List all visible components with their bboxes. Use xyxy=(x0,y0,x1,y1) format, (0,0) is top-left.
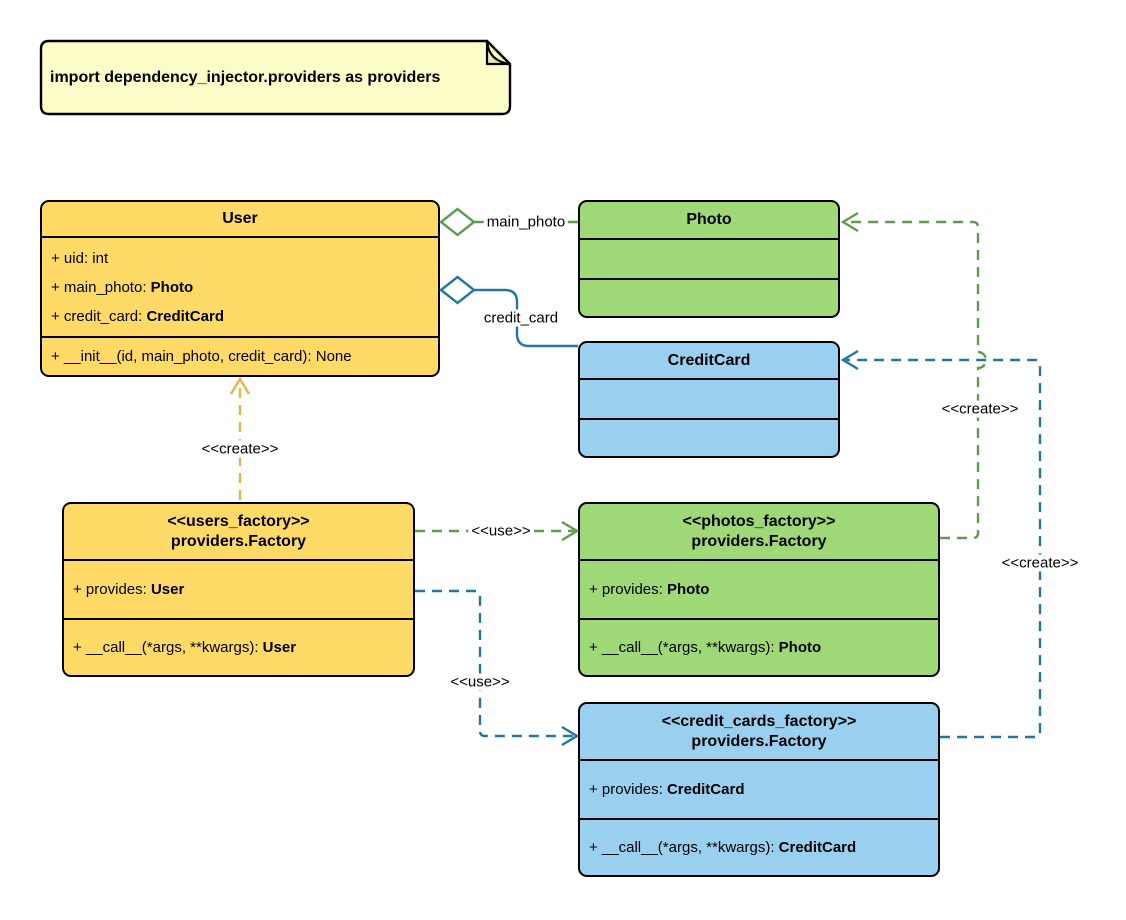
note-label: import dependency_injector.providers as … xyxy=(50,68,441,86)
attribute-row: + provides: CreditCard xyxy=(589,775,938,804)
method-row: + __init__(id, main_photo, credit_card):… xyxy=(51,342,438,371)
method-text: + __call__(*args, **kwargs): xyxy=(589,639,779,656)
method-text: + __call__(*args, **kwargs): xyxy=(589,839,779,856)
class-credit-cards-factory-attributes: + provides: CreditCard xyxy=(580,759,938,818)
class-users-factory-methods: + __call__(*args, **kwargs): User xyxy=(64,618,413,675)
create-arrowhead-credit-card xyxy=(840,349,859,371)
edge-label-use-credit-cards-factory: <<use>> xyxy=(447,673,513,691)
stereotype-label: <<users_factory>> xyxy=(167,512,310,530)
edge-label-create-photo: <<create>> xyxy=(938,400,1022,418)
attribute-text: + uid: int xyxy=(51,249,109,267)
class-name-label: providers.Factory xyxy=(691,732,827,750)
use-arrowhead-photos-factory xyxy=(561,520,580,542)
attribute-type: CreditCard xyxy=(146,307,224,325)
aggregation-diamond-main-photo-icon xyxy=(439,207,476,237)
note-fold-icon xyxy=(485,39,512,66)
method-type: CreditCard xyxy=(778,839,857,856)
class-photo-methods xyxy=(580,278,838,316)
attribute-type: User xyxy=(150,581,185,598)
note: import dependency_injector.providers as … xyxy=(50,40,490,115)
attribute-row: + main_photo: Photo xyxy=(51,273,438,302)
create-arrowhead-photo xyxy=(840,211,859,233)
class-users-factory-title: <<users_factory>> providers.Factory xyxy=(64,504,413,559)
attribute-type: Photo xyxy=(150,278,194,296)
create-arrow-photo xyxy=(846,220,988,540)
stereotype-label: <<credit_cards_factory>> xyxy=(661,712,857,730)
method-row: + __call__(*args, **kwargs): User xyxy=(73,633,413,662)
method-text: + __call__(*args, **kwargs): xyxy=(73,639,263,656)
class-photos-factory-title: <<photos_factory>> providers.Factory xyxy=(580,504,938,559)
method-type: Photo xyxy=(778,639,822,656)
class-photos-factory: <<photos_factory>> providers.Factory + p… xyxy=(578,502,940,677)
class-photo: Photo xyxy=(578,200,840,318)
attribute-text: + credit_card: xyxy=(51,307,147,325)
edge-label-use-photos-factory: <<use>> xyxy=(468,522,534,540)
attribute-type: Photo xyxy=(666,581,710,598)
class-credit-cards-factory: <<credit_cards_factory>> providers.Facto… xyxy=(578,702,940,877)
class-credit-cards-factory-methods: + __call__(*args, **kwargs): CreditCard xyxy=(580,818,938,875)
edge-label-create-user: <<create>> xyxy=(198,440,282,458)
edge-label-credit-card: credit_card xyxy=(480,309,562,327)
use-arrowhead-credit-cards-factory xyxy=(561,725,580,747)
attribute-row: + credit_card: CreditCard xyxy=(51,302,438,331)
class-photo-title: Photo xyxy=(686,211,732,228)
attribute-row: + provides: User xyxy=(73,575,413,604)
use-arrow-credit-cards-factory xyxy=(415,589,574,738)
class-credit-card-attributes xyxy=(580,378,838,418)
attribute-text: + provides: xyxy=(589,781,667,798)
attribute-type: CreditCard xyxy=(666,781,745,798)
attribute-row: + provides: Photo xyxy=(589,575,938,604)
class-credit-card-title: CreditCard xyxy=(667,351,751,369)
class-photos-factory-attributes: + provides: Photo xyxy=(580,559,938,618)
edge-label-main-photo: main_photo xyxy=(483,213,569,231)
class-user: User + uid: int + main_photo: Photo + cr… xyxy=(40,200,440,377)
class-credit-cards-factory-title: <<credit_cards_factory>> providers.Facto… xyxy=(580,704,938,759)
class-user-title: User xyxy=(222,210,258,227)
class-user-methods: + __init__(id, main_photo, credit_card):… xyxy=(42,336,438,375)
attribute-text: + provides: xyxy=(73,581,151,598)
class-credit-card: CreditCard xyxy=(578,341,840,458)
class-photos-factory-methods: + __call__(*args, **kwargs): Photo xyxy=(580,618,938,675)
method-row: + __call__(*args, **kwargs): CreditCard xyxy=(589,833,938,862)
class-name-label: providers.Factory xyxy=(691,532,827,550)
stereotype-label: <<photos_factory>> xyxy=(682,512,836,530)
class-users-factory-attributes: + provides: User xyxy=(64,559,413,618)
method-type: User xyxy=(262,639,297,656)
attribute-text: + provides: xyxy=(589,581,667,598)
attribute-row: + uid: int xyxy=(51,244,438,273)
class-credit-card-methods xyxy=(580,418,838,456)
method-text: + __init__(id, main_photo, credit_card):… xyxy=(51,348,352,365)
class-user-attributes: + uid: int + main_photo: Photo + credit_… xyxy=(42,236,438,336)
class-name-label: providers.Factory xyxy=(170,532,307,550)
class-photo-attributes xyxy=(580,238,838,278)
method-row: + __call__(*args, **kwargs): Photo xyxy=(589,633,938,662)
edge-label-create-credit-card: <<create>> xyxy=(998,554,1082,572)
create-arrowhead-user xyxy=(229,376,251,395)
aggregation-diamond-credit-card-icon xyxy=(439,275,476,305)
attribute-text: + main_photo: xyxy=(51,278,151,296)
class-users-factory: <<users_factory>> providers.Factory + pr… xyxy=(62,502,415,677)
